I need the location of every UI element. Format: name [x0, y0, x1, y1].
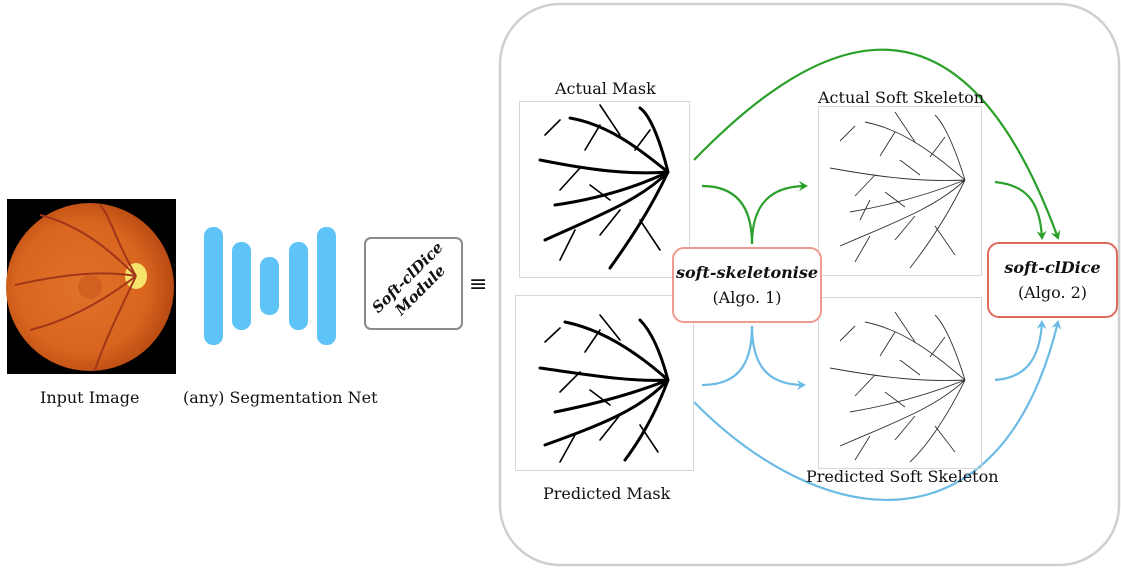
actual-mask-caption: Actual Mask — [555, 79, 656, 98]
segmentation-net-icon — [204, 227, 336, 345]
actual-mask-image — [519, 101, 690, 278]
soft-cldice-ref: (Algo. 2) — [1017, 283, 1088, 302]
arrow-skeletonise-to-actual-skeleton — [750, 181, 808, 245]
actual-mask-vessels — [538, 104, 670, 270]
predicted-skeleton-lines — [829, 311, 966, 463]
equivalence-symbol: ≡ — [469, 272, 488, 297]
soft-cldice-box: soft-clDice (Algo. 2) — [987, 242, 1118, 318]
arrow-actual-mask-to-cldice — [693, 48, 1061, 240]
predicted-mask-vessels — [538, 314, 670, 463]
arrow-predicted-skeleton-to-cldice — [994, 320, 1047, 382]
predicted-soft-skeleton-image — [818, 297, 982, 469]
predicted-soft-skeleton-caption: Predicted Soft Skeleton — [806, 467, 999, 486]
actual-skeleton-lines — [829, 111, 966, 269]
arrow-skeletonise-to-predicted-skeleton — [750, 325, 806, 390]
predicted-mask-image — [515, 295, 694, 471]
actual-soft-skeleton-caption: Actual Soft Skeleton — [818, 88, 985, 107]
predicted-mask-caption: Predicted Mask — [543, 484, 671, 503]
actual-soft-skeleton-image — [818, 106, 982, 276]
fundus-retina-photo — [6, 199, 176, 374]
soft-cldice-module-box — [364, 237, 463, 330]
soft-cldice-title: soft-clDice — [1004, 258, 1101, 277]
input-image-caption: Input Image — [40, 388, 140, 407]
soft-skeletonise-title: soft-skeletonise — [675, 263, 819, 282]
soft-skeletonise-ref: (Algo. 1) — [712, 288, 782, 307]
segmentation-net-caption: (any) Segmentation Net — [183, 388, 378, 407]
arrow-predicted-mask-to-cldice — [693, 320, 1062, 501]
soft-skeletonise-box: soft-skeletonise (Algo. 1) — [672, 247, 822, 323]
arrow-actual-skeleton-to-cldice — [994, 180, 1047, 240]
